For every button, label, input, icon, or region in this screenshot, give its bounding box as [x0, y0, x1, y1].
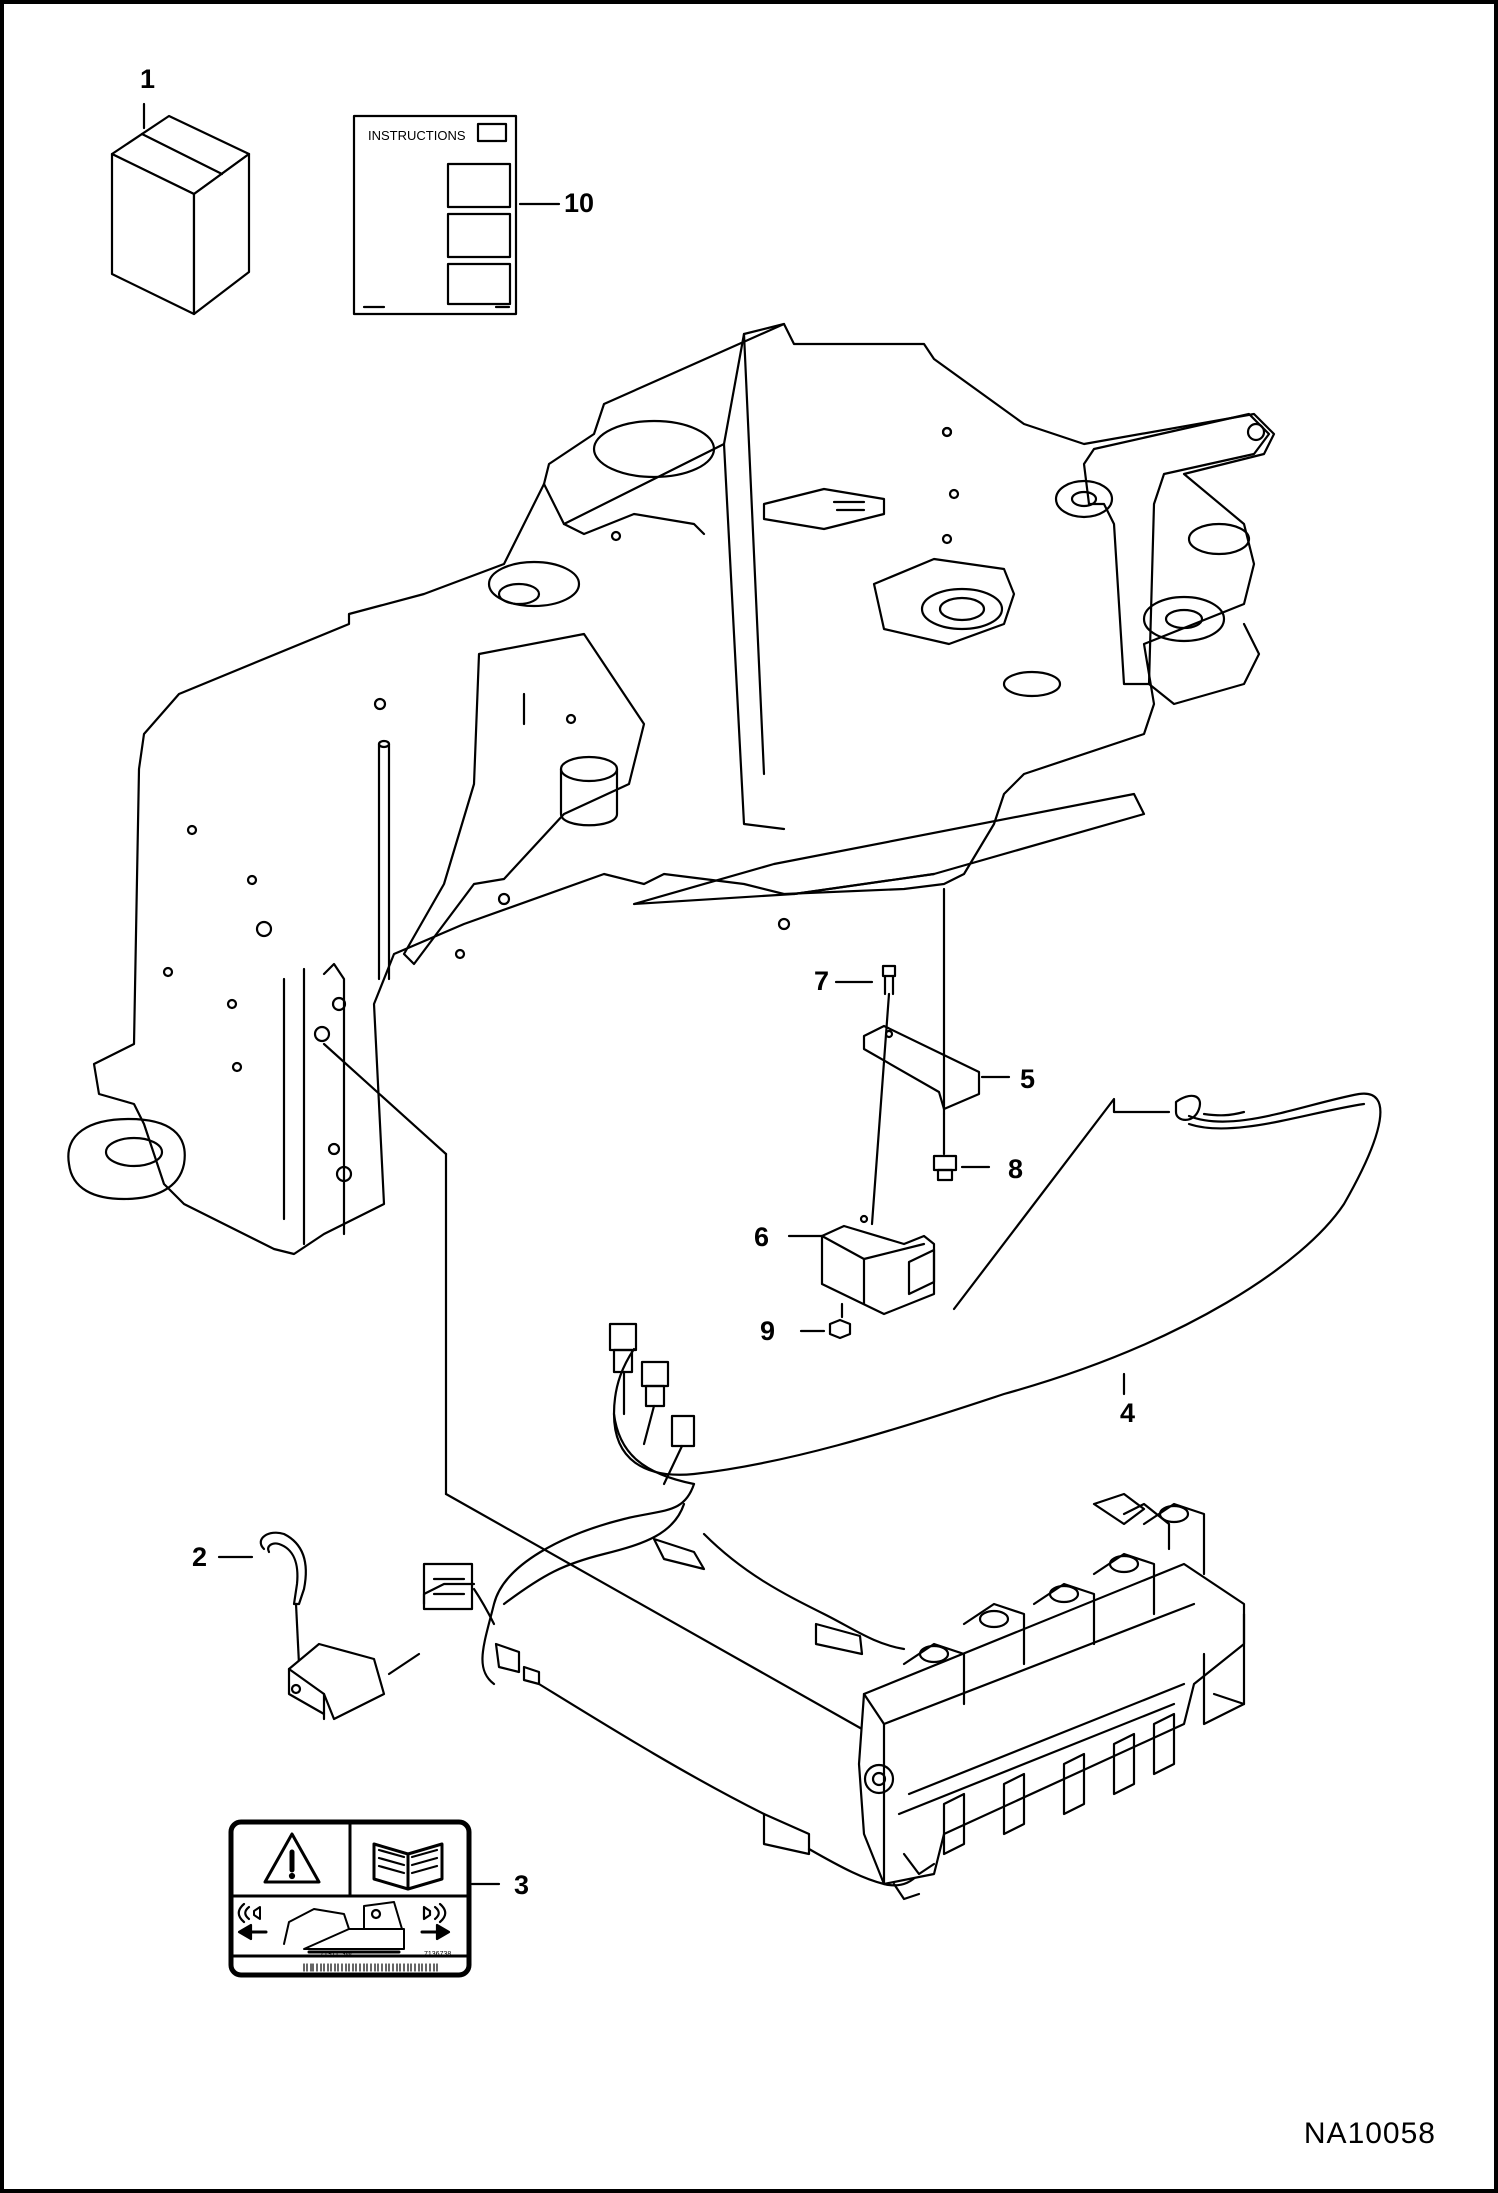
item-4-harness [422, 1092, 1382, 1887]
item-8-bolt [932, 1112, 991, 1182]
callout-7: 7 [814, 966, 830, 996]
callout-5: 5 [1020, 1064, 1036, 1094]
control-valve-assembly [857, 1492, 1246, 1901]
main-frame-weldment [67, 322, 1276, 1731]
item-9-nut [799, 1302, 852, 1340]
decal-right-code: 7136738 [424, 1951, 451, 1958]
item-6-relay-module [787, 1214, 936, 1316]
item-1-box [110, 102, 251, 316]
callout-3: 3 [514, 1870, 530, 1900]
callout-8: 8 [1008, 1154, 1024, 1184]
callout-10: 10 [564, 188, 595, 218]
instruction-sheet-title: INSTRUCTIONS [368, 128, 466, 143]
decal-left-code: 71911 SW [320, 1951, 353, 1958]
item-3-decal [228, 1819, 501, 1978]
item-7-bolt [834, 964, 897, 1226]
drawing-number: NA10058 [1303, 2117, 1436, 2150]
callout-1: 1 [140, 64, 156, 94]
item-10-instruction-sheet [352, 114, 561, 316]
callout-2: 2 [192, 1542, 208, 1572]
callout-9: 9 [760, 1316, 776, 1346]
parts-diagram: INSTRUCTIONS 71911 SW 7136738 [67, 102, 1382, 1978]
item-5-bracket [862, 1024, 1011, 1111]
callout-6: 6 [754, 1222, 770, 1252]
callout-4: 4 [1120, 1398, 1136, 1428]
item-2-tie-and-relay [217, 1531, 421, 1721]
